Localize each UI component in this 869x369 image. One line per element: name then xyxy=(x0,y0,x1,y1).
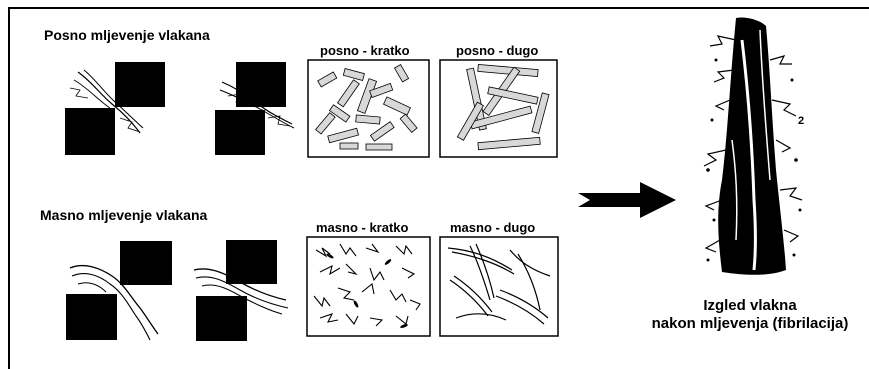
wet-short-label: masno - kratko xyxy=(316,220,409,235)
wet-short-fibers-box xyxy=(306,236,431,337)
fiber-marker-label: 2 xyxy=(798,115,804,127)
result-caption-line2: nakon mljevenja (fibrilacija) xyxy=(651,315,849,332)
dry-short-fibers-box xyxy=(307,59,430,158)
dry-short-label: posno - kratko xyxy=(320,43,410,58)
wet-long-fibers-box xyxy=(439,236,559,337)
dry-grinding-title: Posno mljevenje vlakana xyxy=(44,27,210,43)
fibrillated-fiber-illustration: 2 xyxy=(703,17,804,275)
grinding-block-bottom xyxy=(65,108,115,155)
grinding-block-top xyxy=(115,62,165,107)
dry-grinding-illustration-2 xyxy=(215,62,295,155)
wet-long-label: masno - dugo xyxy=(450,220,536,235)
right-arrow-icon xyxy=(578,182,676,218)
wet-grinding-illustration-1 xyxy=(66,241,172,341)
fiber-strand xyxy=(69,264,159,335)
grinding-block-bottom xyxy=(66,294,117,340)
grinding-block-bottom xyxy=(196,296,247,341)
dry-grinding-illustration-1 xyxy=(65,62,165,155)
grinding-block-top xyxy=(120,241,172,285)
fiber-strand xyxy=(193,268,287,301)
grinding-block-top xyxy=(236,62,286,107)
grinding-block-top xyxy=(226,240,277,284)
result-caption-line1: Izgled vlakna xyxy=(703,297,797,314)
dry-long-fibers-box xyxy=(439,59,558,158)
dry-long-label: posno - dugo xyxy=(456,43,539,58)
wet-grinding-title: Masno mljevenje vlakana xyxy=(40,207,208,223)
fiber-strand xyxy=(221,81,293,125)
grinding-block-bottom xyxy=(215,110,265,155)
wet-grinding-illustration-2 xyxy=(193,240,289,341)
fiber-strand xyxy=(77,71,141,134)
